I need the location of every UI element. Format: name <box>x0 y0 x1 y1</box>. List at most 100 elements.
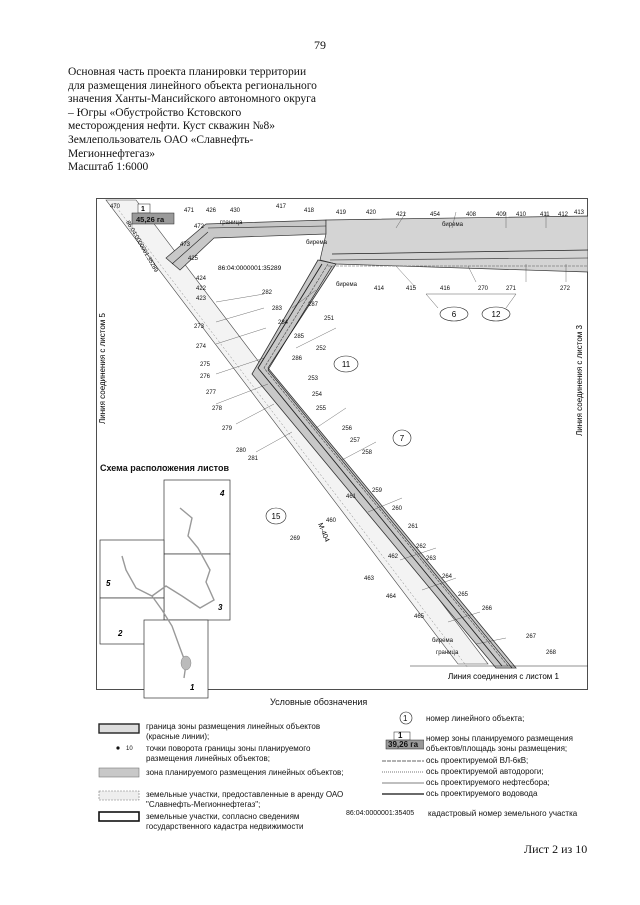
point-label: 259 <box>372 488 383 494</box>
point-label: 275 <box>200 362 211 368</box>
pipeline-axis <box>331 249 588 255</box>
existing-road <box>105 199 489 665</box>
point-label: 414 <box>374 286 385 292</box>
sheet-box-3 <box>163 553 231 621</box>
sheet-box-1 <box>143 619 209 699</box>
legend-item: номер зоны планируемого размещения объек… <box>426 734 573 753</box>
point-label: 470 <box>110 204 121 210</box>
point-label: 464 <box>386 594 397 600</box>
point-label: 415 <box>406 286 417 292</box>
junction-right-label: Линия соединения с листом 3 <box>575 324 584 436</box>
object-number-marker <box>439 306 469 322</box>
point-label: 424 <box>196 276 207 282</box>
point-label: 269 <box>290 536 301 542</box>
point-label: 460 <box>326 518 337 524</box>
point-label: 265 <box>458 592 469 598</box>
pipeline-axis <box>257 263 503 667</box>
point-label: 462 <box>388 554 399 560</box>
map-frame <box>96 198 588 690</box>
point-label: 283 <box>272 306 283 312</box>
point-label: 409 <box>496 212 507 218</box>
point-label: 274 <box>196 344 207 350</box>
title-line: Основная часть проекта планировки террит… <box>68 66 307 78</box>
point-label: 465 <box>414 614 425 620</box>
legend-point-symbol <box>116 746 120 750</box>
zone-band <box>251 259 517 669</box>
zone-badge-area-box <box>131 212 175 225</box>
point-label: 423 <box>196 296 207 302</box>
point-label: 413 <box>574 210 585 216</box>
branch-axis <box>171 231 209 265</box>
point-label: 418 <box>304 208 315 214</box>
sheet-number-label: Лист 2 из 10 <box>524 842 588 856</box>
legend-zone-area-sample: 39,26 га <box>388 740 419 749</box>
title-line: месторождения нефти. Куст скважин №8» <box>68 120 275 133</box>
object-leader <box>425 293 517 309</box>
point-label: 454 <box>430 212 441 218</box>
point-label: 277 <box>206 390 217 396</box>
point-label: 255 <box>316 406 327 412</box>
branch-axis <box>207 225 327 229</box>
legend-cadastre-symbol <box>98 811 140 822</box>
planning-map: 470 471 426 430 472 473 425 424 423 422 … <box>96 198 588 690</box>
legend-item: земельные участки, предоставленные в аре… <box>146 790 344 809</box>
feature-label: бирема <box>432 638 454 644</box>
leader-lines <box>215 211 567 645</box>
feature-label: граница <box>220 220 243 226</box>
legend-symbols-right <box>382 711 424 795</box>
point-label: 276 <box>200 374 211 380</box>
sheet-number: 5 <box>106 579 111 588</box>
point-label: 252 <box>316 346 327 352</box>
project-title: Основная часть проекта планировки террит… <box>68 66 338 175</box>
object-number: 15 <box>272 512 281 521</box>
sheet-number: 3 <box>218 603 223 612</box>
junction-left-label: Линия соединения с листом 5 <box>98 312 107 424</box>
cadastral-label: 86:04:0000001:35289 <box>218 265 282 272</box>
legend-item: зона планируемого размещения линейных об… <box>146 768 344 777</box>
object-number-marker <box>265 507 287 525</box>
legend-zone-symbol <box>98 767 140 778</box>
legend-zone-area-box <box>385 739 424 750</box>
point-label: 425 <box>188 256 199 262</box>
point-label: 270 <box>478 286 489 292</box>
sheet-box-5 <box>99 539 165 599</box>
sheet-box-4 <box>163 479 231 555</box>
point-label: 473 <box>180 242 191 248</box>
page-number: 79 <box>314 38 326 52</box>
point-label: 284 <box>278 320 289 326</box>
sheet-number: 2 <box>117 629 123 638</box>
title-line: – Югры «Обустройство Кстовского <box>68 106 242 119</box>
point-label: 421 <box>396 212 407 218</box>
point-label: 420 <box>366 210 377 216</box>
point-label: 266 <box>482 606 493 612</box>
point-label: 408 <box>466 212 477 218</box>
point-label: 282 <box>262 290 273 296</box>
water-axis <box>267 265 513 669</box>
object-number: 11 <box>342 360 351 369</box>
legend-lease-symbol <box>98 790 140 801</box>
legend-item: точки поворота границы зоны планируемого… <box>146 744 311 763</box>
legend-zone-number-sample: 1 <box>398 731 403 740</box>
point-label: 286 <box>292 356 303 362</box>
title-line: значения Ханты-Мансийского автономного о… <box>68 93 316 106</box>
point-label: 285 <box>294 334 305 340</box>
point-label: 264 <box>442 574 453 580</box>
scale-label: Масштаб 1:6000 <box>68 161 149 174</box>
point-label: 263 <box>426 556 437 562</box>
point-label: 463 <box>364 576 375 582</box>
legend-title: Условные обозначения <box>270 697 368 707</box>
point-label: 426 <box>206 208 217 214</box>
title-line: Землепользователь ОАО «Славнефть- <box>68 133 254 146</box>
legend-item: ось проектируемой ВЛ-6кВ; <box>426 756 529 765</box>
zone-badge-area: 45,26 га <box>136 215 165 224</box>
point-label: 461 <box>346 494 357 500</box>
point-label: 256 <box>342 426 353 432</box>
legend-item: земельные участки, сопласно сведениям го… <box>146 812 304 831</box>
point-label: 416 <box>440 286 451 292</box>
point-label: 412 <box>558 212 569 218</box>
point-label: 411 <box>540 212 550 218</box>
legend-red-line-symbol <box>98 723 140 734</box>
sheet-number: 4 <box>219 489 225 498</box>
object-number: 6 <box>452 310 457 319</box>
legend-item: ось проектируемого нефтесбора; <box>426 778 550 787</box>
